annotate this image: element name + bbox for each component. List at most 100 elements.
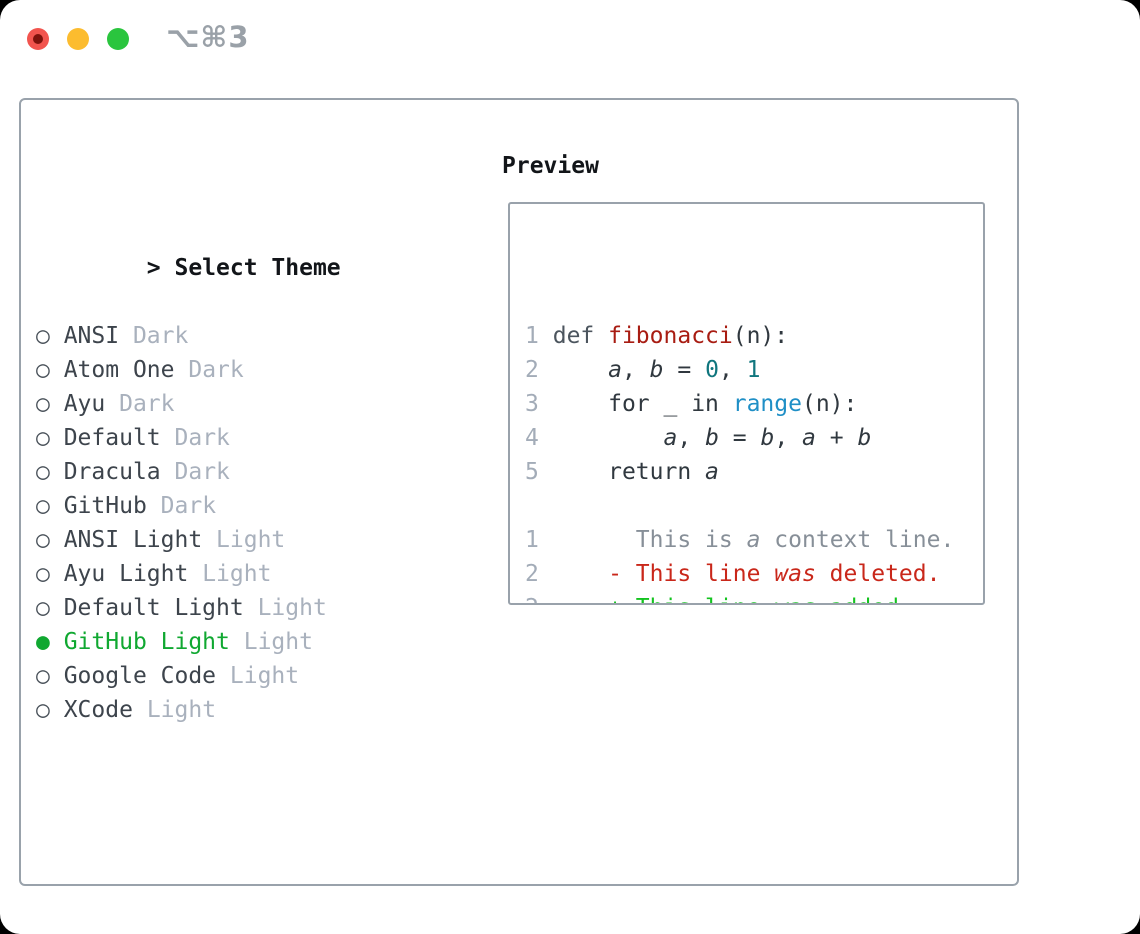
radio-icon: ○ — [36, 663, 64, 689]
theme-option-github-dark[interactable]: ○ GitHub Dark — [36, 489, 446, 523]
apply-to-header: Apply To — [36, 897, 446, 931]
code-token-var: b — [857, 425, 872, 451]
code-token-plain: , — [718, 357, 747, 383]
code-token-ctx: context line. — [760, 527, 955, 553]
code-token-var: b — [705, 425, 719, 451]
theme-option-default-dark[interactable]: ○ Default Dark — [36, 421, 446, 455]
code-token-num: 0 — [705, 357, 719, 383]
line-number: 2 — [525, 561, 539, 587]
theme-variant-badge: Light — [257, 595, 327, 621]
code-line: 5 return a — [525, 455, 983, 489]
code-line: 2 - This line was deleted. — [525, 557, 983, 591]
theme-name: Ayu Light — [63, 561, 189, 587]
code-token-num: 1 — [746, 357, 761, 383]
code-token-var: a — [663, 425, 678, 451]
radio-icon: ○ — [36, 391, 64, 417]
theme-option-ansi-dark[interactable]: ○ ANSI Dark — [36, 319, 446, 353]
theme-picker-panel: > Select Theme ○ ANSI Dark○ Atom One Dar… — [19, 98, 1019, 886]
code-token-del: deleted. — [815, 561, 941, 587]
code-token-ctx: This is — [552, 527, 747, 553]
theme-option-atom-one-dark[interactable]: ○ Atom One Dark — [36, 353, 446, 387]
theme-name: XCode — [63, 697, 133, 723]
radio-icon: ○ — [36, 527, 64, 553]
radio-icon: ○ — [36, 459, 64, 485]
code-token-plain: for _ in — [552, 391, 733, 417]
select-theme-title: Select Theme — [174, 255, 341, 281]
radio-icon: ○ — [36, 561, 64, 587]
code-line: 2 a, b = 0, 1 — [525, 353, 983, 387]
line-number: 4 — [525, 425, 539, 451]
line-number: 3 — [525, 391, 539, 417]
theme-name: ANSI Light — [63, 527, 203, 553]
theme-variant-badge: Dark — [160, 493, 217, 519]
code-token-var: a — [705, 459, 719, 485]
line-number: 5 — [525, 459, 539, 485]
zoom-button[interactable] — [107, 28, 129, 50]
close-button[interactable] — [27, 28, 49, 50]
theme-name: GitHub Light — [63, 629, 230, 655]
code-token-call: range — [732, 391, 802, 417]
theme-name: Dracula — [63, 459, 161, 485]
theme-option-ayu-dark[interactable]: ○ Ayu Dark — [36, 387, 446, 421]
theme-name: GitHub — [63, 493, 147, 519]
code-line: 2 + This line was added. — [525, 591, 983, 603]
theme-option-ayu-light-light[interactable]: ○ Ayu Light Light — [36, 557, 446, 591]
theme-variant-badge: Light — [216, 527, 286, 553]
code-token-plain: + — [815, 425, 858, 451]
code-token-add: + This line — [553, 595, 775, 603]
theme-list: > Select Theme ○ ANSI Dark○ Atom One Dar… — [36, 149, 446, 934]
theme-option-ansi-light-light[interactable]: ○ ANSI Light Light — [36, 523, 446, 557]
titlebar: ⌥⌘3 — [0, 0, 1140, 78]
theme-option-google-code-light[interactable]: ○ Google Code Light — [36, 659, 446, 693]
code-token-plain: (n): — [801, 391, 858, 417]
code-token-plain: return — [552, 459, 706, 485]
code-token-del: - This line — [552, 561, 775, 587]
theme-variant-badge: Dark — [132, 323, 189, 349]
theme-name: Atom One — [63, 357, 175, 383]
radio-icon: ○ — [36, 493, 64, 519]
code-token-del-i: was — [774, 561, 816, 587]
code-token-ctx-i: a — [746, 527, 761, 553]
line-number: 1 — [525, 527, 539, 553]
theme-name: ANSI — [63, 323, 120, 349]
minimize-button[interactable] — [67, 28, 89, 50]
line-number: 1 — [525, 323, 539, 349]
theme-variant-badge: Light — [229, 663, 300, 689]
theme-option-github-light-light[interactable]: ● GitHub Light Light — [36, 625, 446, 659]
code-token-plain: = — [718, 425, 761, 451]
spacer — [36, 795, 446, 829]
theme-variant-badge: Light — [243, 629, 313, 655]
radio-icon: ○ — [36, 697, 64, 723]
radio-icon: ○ — [36, 323, 64, 349]
code-token-plain: , — [677, 425, 706, 451]
radio-icon: ○ — [36, 425, 64, 451]
preview-title: Preview — [502, 153, 599, 179]
theme-option-xcode-light[interactable]: ○ XCode Light — [36, 693, 446, 727]
code-token-plain: , — [774, 425, 803, 451]
line-number: 2 — [525, 357, 539, 383]
code-token-plain — [553, 357, 608, 383]
code-token-kw: def — [552, 323, 609, 349]
theme-option-dracula-dark[interactable]: ○ Dracula Dark — [36, 455, 446, 489]
close-dot-icon — [33, 34, 43, 44]
theme-variant-badge: Dark — [174, 425, 230, 451]
code-token-plain: , — [621, 357, 650, 383]
theme-variant-badge: Light — [202, 561, 272, 587]
code-token-plain: = — [663, 357, 706, 383]
code-token-plain — [553, 425, 664, 451]
code-token-add: added. — [816, 595, 913, 603]
theme-option-default-light-light[interactable]: ○ Default Light Light — [36, 591, 446, 625]
theme-variant-badge: Dark — [174, 459, 230, 485]
radio-selected-icon: ● — [36, 629, 64, 655]
radio-icon: ○ — [36, 595, 64, 621]
code-line: 3 for _ in range(n): — [525, 387, 983, 421]
code-token-var: a — [802, 425, 816, 451]
code-line: 1 This is a context line. — [525, 523, 983, 557]
theme-name: Default Light — [63, 595, 244, 621]
code-line: 1 def fibonacci(n): — [525, 319, 983, 353]
window-title-shortcut: ⌥⌘3 — [166, 20, 250, 54]
radio-icon: ○ — [36, 357, 64, 383]
code-line: 4 a, b = b, a + b — [525, 421, 983, 455]
